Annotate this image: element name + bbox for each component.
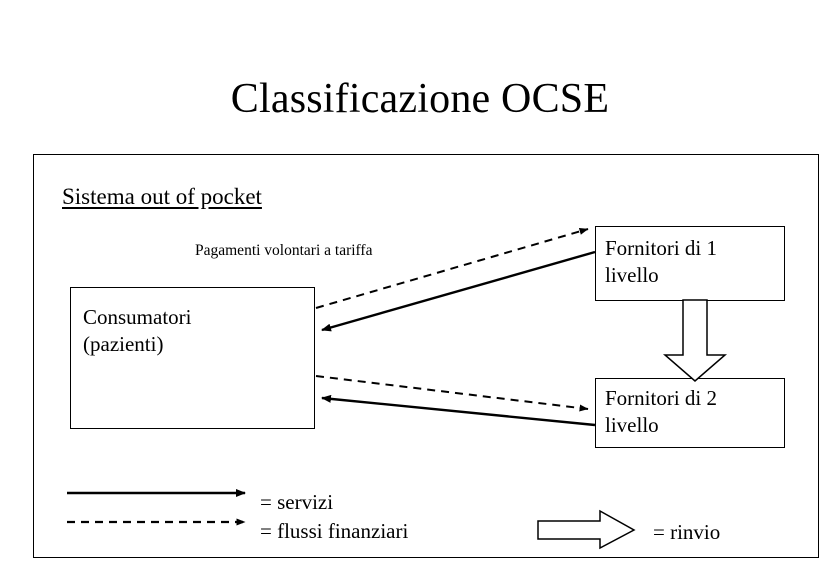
node-consumatori-label: Consumatori (pazienti) bbox=[83, 305, 192, 356]
legend-label-servizi: = servizi bbox=[260, 490, 334, 514]
section-heading: Sistema out of pocket bbox=[62, 184, 262, 209]
legend-label-flussi-finanziari: = flussi finanziari bbox=[260, 519, 409, 543]
node-fornitori-2-label: Fornitori di 2 livello bbox=[605, 386, 718, 437]
node-fornitori-2[interactable]: Fornitori di 2 livello bbox=[595, 378, 785, 448]
page-title: Classificazione OCSE bbox=[230, 76, 610, 122]
flow-label-pagamenti: Pagamenti volontari a tariffa bbox=[195, 242, 373, 259]
node-fornitori-1-label: Fornitori di 1 livello bbox=[605, 236, 718, 287]
legend-label-rinvio: = rinvio bbox=[653, 520, 721, 544]
node-fornitori-1[interactable]: Fornitori di 1 livello bbox=[595, 226, 785, 301]
node-consumatori[interactable]: Consumatori (pazienti) bbox=[70, 287, 315, 429]
content-frame bbox=[33, 154, 819, 558]
